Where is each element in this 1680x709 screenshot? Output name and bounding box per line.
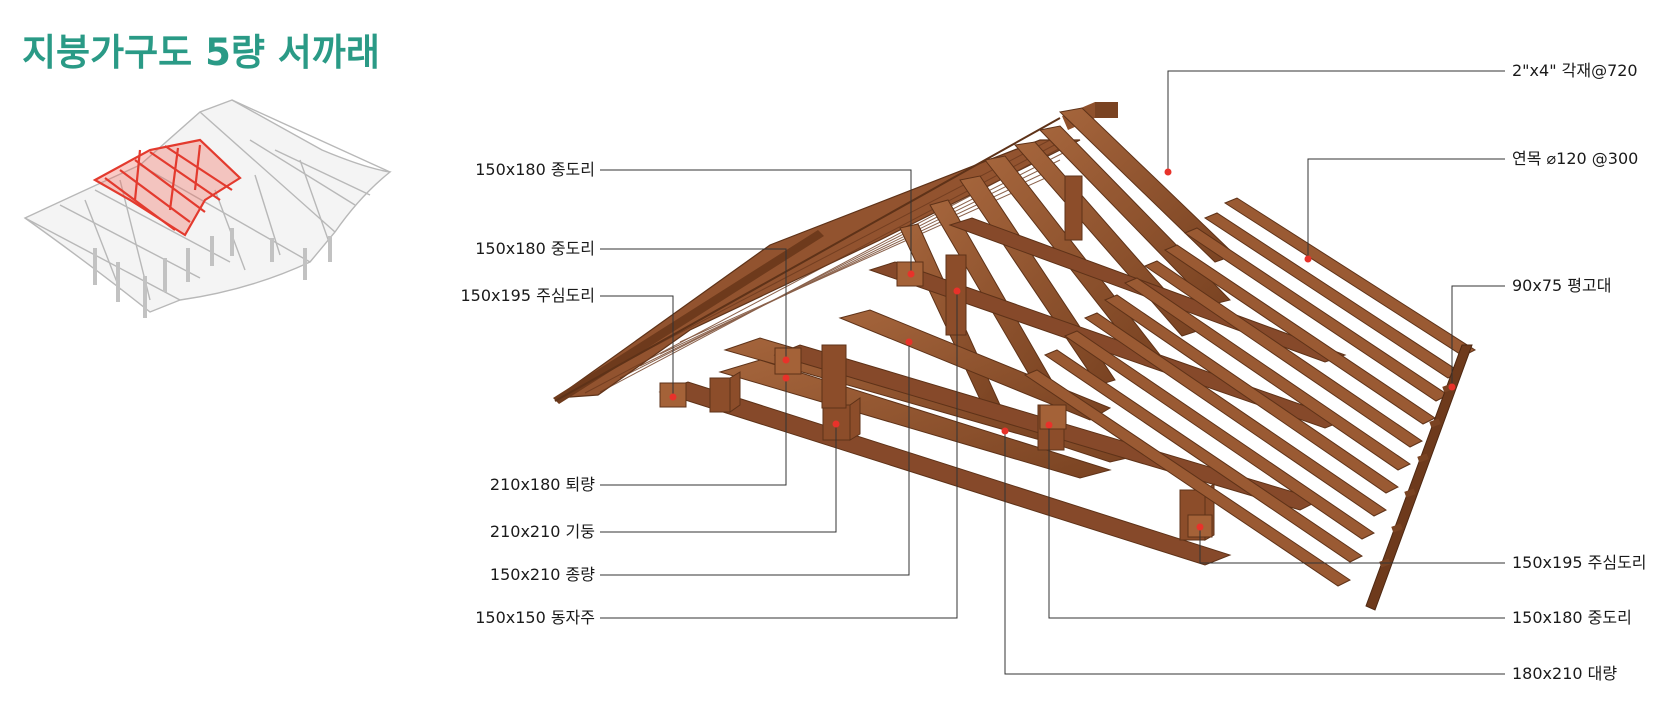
page-title: 지붕가구도 5량 서까래 [22, 31, 380, 74]
label-jongryang: 150x210 종량 [489, 565, 595, 584]
label-jusimdori-left: 150x195 주심도리 [460, 286, 595, 305]
label-dongjaju: 150x150 동자주 [475, 608, 595, 627]
roof-structure [553, 102, 1477, 611]
label-jongdori: 150x180 종도리 [475, 160, 595, 179]
label-yeonmok: 연목 ⌀120 @300 [1512, 149, 1639, 168]
label-gakjae: 2"x4" 각재@720 [1512, 61, 1638, 80]
label-jusimdori-right: 150x195 주심도리 [1512, 553, 1647, 572]
label-toeryang: 210x180 퇴량 [489, 475, 595, 494]
building-frame-thumbnail [23, 99, 392, 318]
label-gidung: 210x210 기둥 [489, 522, 595, 541]
leader-lines [600, 70, 1505, 675]
label-jungdori-left: 150x180 중도리 [475, 239, 595, 258]
point-markers [669, 168, 1456, 531]
label-jungdori-right: 150x180 중도리 [1512, 608, 1632, 627]
label-pyeonggodae: 90x75 평고대 [1512, 276, 1612, 295]
label-daeryang: 180x210 대량 [1512, 664, 1618, 683]
